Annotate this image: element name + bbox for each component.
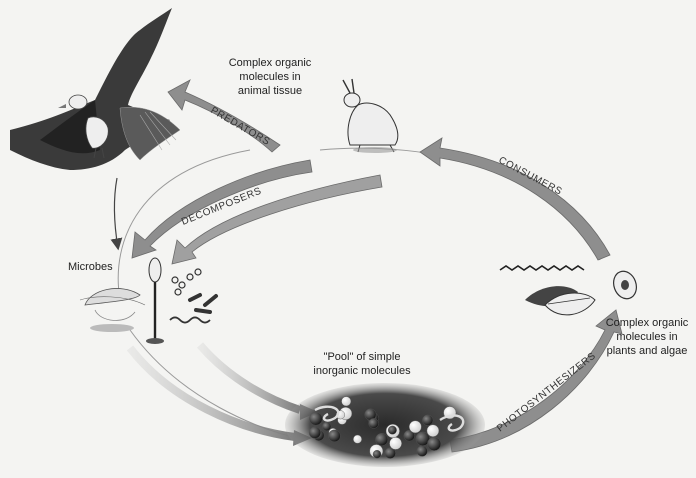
plants-algae-label: Complex organic molecules in plants and … — [606, 317, 689, 357]
molecule-ball — [409, 421, 421, 433]
decomposers-arrows: DECOMPOSERS — [132, 160, 382, 264]
animal-tissue-line-2: molecules in — [239, 71, 300, 83]
molecule-ball — [328, 430, 340, 442]
animal-tissue-line-3: animal tissue — [238, 85, 302, 97]
molecule-ball — [422, 415, 433, 426]
consumers-arrow: CONSUMERS — [420, 138, 610, 260]
photosynthesizers-label: PHOTOSYNTHESIZERS — [495, 350, 598, 434]
rabbit-illustration — [343, 79, 398, 153]
plants-line-3: plants and algae — [607, 345, 688, 357]
microbes-label: Microbes — [68, 261, 113, 273]
inorganic-pool-illustration — [285, 383, 485, 467]
pool-line-2: inorganic molecules — [313, 365, 411, 377]
plants-line-1: Complex organic — [606, 317, 689, 329]
molecule-ball — [388, 426, 396, 434]
predators-label: PREDATORS — [209, 105, 272, 148]
animal-tissue-label: Complex organic molecules in animal tiss… — [229, 57, 312, 97]
molecule-ball — [322, 422, 331, 431]
molecule-ball — [417, 446, 428, 457]
plants-algae-illustration — [500, 266, 640, 315]
animal-tissue-line-1: Complex organic — [229, 57, 312, 69]
molecule-ball — [309, 412, 322, 425]
molecule-ball — [427, 425, 439, 437]
pool-label: "Pool" of simple inorganic molecules — [313, 351, 411, 377]
molecule-ball — [390, 437, 402, 449]
eagle-illustration — [10, 8, 180, 170]
plants-line-2: molecules in — [616, 331, 677, 343]
molecule-ball — [369, 418, 379, 428]
molecule-ball — [309, 427, 321, 439]
pool-line-1: "Pool" of simple — [324, 351, 401, 363]
molecule-ball — [427, 437, 440, 450]
molecule-ball — [353, 435, 361, 443]
molecule-ball — [373, 450, 381, 458]
molecule-ball — [376, 433, 388, 445]
molecule-ball — [342, 397, 351, 406]
eagle-to-microbes-line — [114, 178, 118, 248]
